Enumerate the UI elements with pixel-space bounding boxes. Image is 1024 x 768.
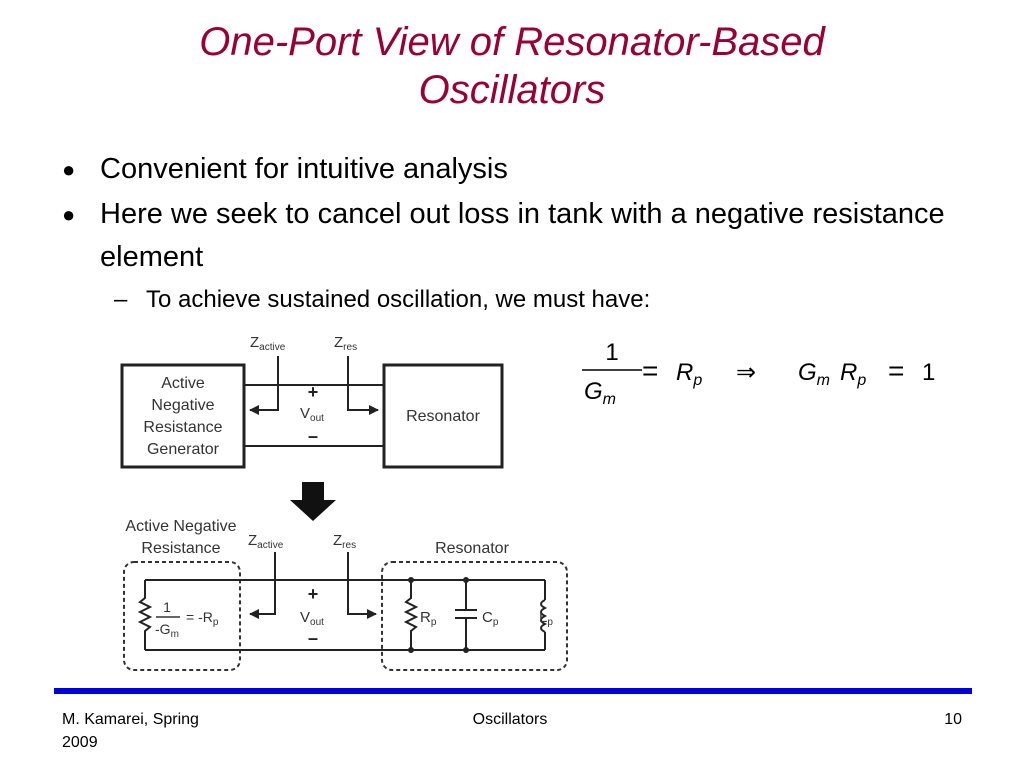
active-generator-label: Active xyxy=(161,375,205,392)
cp-capacitor-symbol xyxy=(455,580,477,650)
lp-label: Lp xyxy=(539,609,553,628)
negative-resistor-symbol xyxy=(137,580,153,650)
sub-bullet-item: – To achieve sustained oscillation, we m… xyxy=(62,283,962,317)
slide-title: One-Port View of Resonator-Based Oscilla… xyxy=(0,18,1024,114)
active-generator-label: Negative xyxy=(151,397,214,414)
resonator-group-label: Resonator xyxy=(435,540,509,557)
bullet-list: ● Convenient for intuitive analysis ● He… xyxy=(62,148,962,317)
vout-minus: – xyxy=(308,628,318,648)
implies-icon: ⇒ xyxy=(736,359,756,386)
frac-numerator: 1 xyxy=(163,599,171,615)
z-res-arrow xyxy=(347,552,377,619)
z-active-arrow xyxy=(249,552,276,619)
neg-r-equation: = -Rp xyxy=(186,609,219,628)
z-active-label: Zactive xyxy=(250,334,286,353)
bullet-item: ● Convenient for intuitive analysis xyxy=(62,148,962,191)
vout-plus: + xyxy=(308,584,319,604)
z-res-arrow xyxy=(347,356,379,415)
eq-gm: Gm xyxy=(798,359,830,389)
z-active-arrow xyxy=(249,356,279,415)
resonator-group-box xyxy=(381,561,568,671)
footer-author-line: 2009 xyxy=(62,734,98,751)
z-res-label: Zres xyxy=(333,532,356,551)
active-generator-block xyxy=(120,363,246,469)
vout-label: Vout xyxy=(300,405,324,424)
down-arrow-icon xyxy=(290,482,336,521)
resonator-block xyxy=(382,363,504,469)
footer-topic: Oscillators xyxy=(472,711,548,728)
eq-rp: Rp xyxy=(676,359,702,389)
active-generator-label: Generator xyxy=(147,441,220,458)
frac-denominator: -Gm xyxy=(155,621,179,640)
title-line-2: Oscillators xyxy=(418,68,606,112)
sub-bullet-text: To achieve sustained oscillation, we mus… xyxy=(146,286,651,313)
active-negative-resistance-label: Resistance xyxy=(141,540,220,557)
active-negative-resistance-label: Active Negative xyxy=(125,518,236,535)
footer-rule xyxy=(54,688,972,694)
vout-plus: + xyxy=(308,382,319,402)
vout-minus: – xyxy=(308,426,318,446)
bullet-glyph: ● xyxy=(62,202,76,227)
eq-denominator: Gm xyxy=(584,378,616,408)
bullet-item: ● Here we seek to cancel out loss in tan… xyxy=(62,193,962,279)
resonator-label: Resonator xyxy=(406,408,480,425)
bullet-glyph: ● xyxy=(62,157,76,182)
footer-author-line: M. Kamarei, Spring xyxy=(62,711,199,728)
lp-inductor-symbol xyxy=(540,580,548,650)
page-number: 10 xyxy=(944,711,962,728)
eq-one: 1 xyxy=(922,359,935,386)
eq-equals: = xyxy=(888,355,904,386)
z-active-label: Zactive xyxy=(248,532,284,551)
rp-label: Rp xyxy=(420,609,437,628)
active-generator-label: Resistance xyxy=(143,419,222,436)
oscillation-condition-equation: 1 Gm = Rp ⇒ Gm Rp = 1 xyxy=(582,339,935,408)
sub-bullet-glyph: – xyxy=(114,286,128,313)
rp-resistor-symbol xyxy=(403,580,419,650)
eq-numerator: 1 xyxy=(605,339,618,366)
active-group-box xyxy=(123,561,241,671)
eq-equals: = xyxy=(642,355,658,386)
bullet-text: Here we seek to cancel out loss in tank … xyxy=(100,198,945,273)
vout-label: Vout xyxy=(300,609,324,628)
cp-label: Cp xyxy=(482,609,499,628)
eq-r: Rp xyxy=(840,359,866,389)
title-line-1: One-Port View of Resonator-Based xyxy=(199,20,825,64)
footer-author: M. Kamarei, Spring 2009 xyxy=(62,708,262,754)
z-res-label: Zres xyxy=(334,334,357,353)
bullet-text: Convenient for intuitive analysis xyxy=(100,153,508,185)
